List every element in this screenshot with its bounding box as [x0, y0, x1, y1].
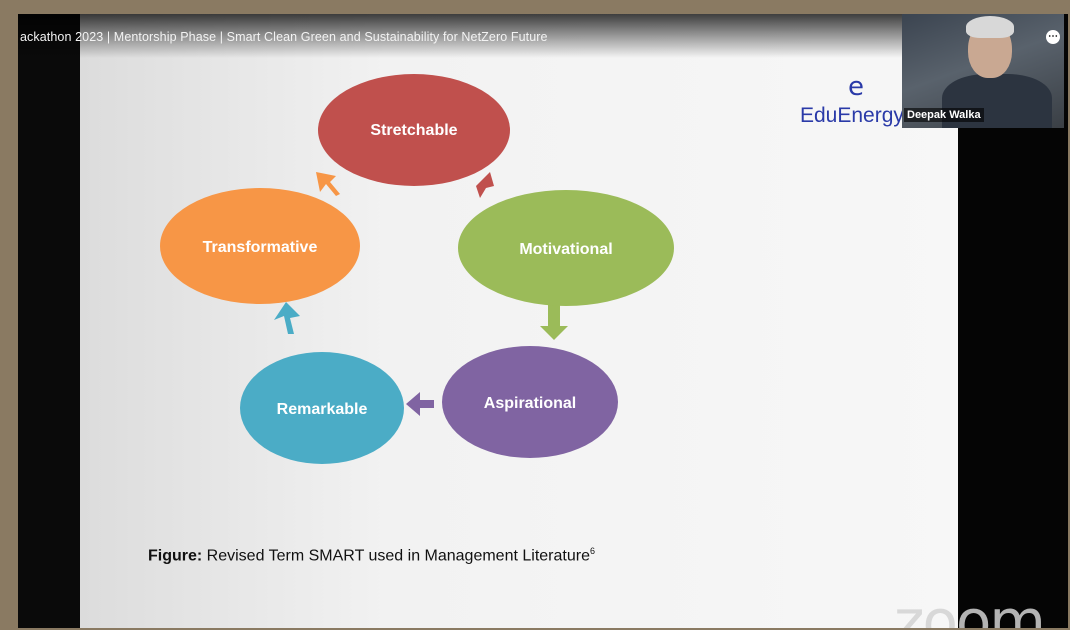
node-stretchable	[318, 74, 510, 186]
node-aspirational	[442, 346, 618, 458]
arrow-icon	[406, 392, 434, 416]
node-remarkable-label: Remarkable	[277, 401, 368, 418]
smart-cycle-diagram: Stretchable Motivational Aspirational Re…	[160, 74, 674, 464]
arrow-icon	[476, 172, 494, 198]
node-motivational	[458, 190, 674, 306]
video-title: ackathon 2023 | Mentorship Phase | Smart…	[20, 30, 548, 44]
eduenergy-logo-text: EduEnergy	[800, 104, 904, 127]
node-aspirational-label: Aspirational	[484, 395, 576, 412]
participant-name-label: Deepak Walka	[904, 108, 984, 122]
video-frame: Stretchable Motivational Aspirational Re…	[18, 14, 1068, 628]
caption-text: Revised Term SMART used in Management Li…	[202, 547, 590, 565]
node-motivational-label: Motivational	[519, 241, 612, 258]
caption-superscript: 6	[589, 546, 595, 556]
node-remarkable	[240, 352, 404, 464]
node-stretchable-label: Stretchable	[370, 122, 457, 139]
participant-hair	[966, 16, 1014, 38]
eduenergy-logo-mark: e	[848, 72, 864, 102]
node-transformative	[160, 188, 360, 304]
presentation-slide	[80, 14, 958, 628]
zoom-watermark: zoom	[894, 587, 1046, 628]
arrow-icon	[274, 302, 300, 334]
caption-prefix: Figure:	[148, 547, 203, 565]
title-overlay: ackathon 2023 | Mentorship Phase | Smart…	[18, 14, 918, 58]
arrow-icon	[540, 302, 568, 340]
more-options-icon[interactable]: ⋯	[1046, 30, 1060, 44]
node-transformative-label: Transformative	[203, 239, 318, 256]
figure-caption: Figure: Revised Term SMART used in Manag…	[148, 546, 595, 565]
left-letterbox	[18, 14, 80, 628]
arrow-icon	[316, 172, 340, 196]
